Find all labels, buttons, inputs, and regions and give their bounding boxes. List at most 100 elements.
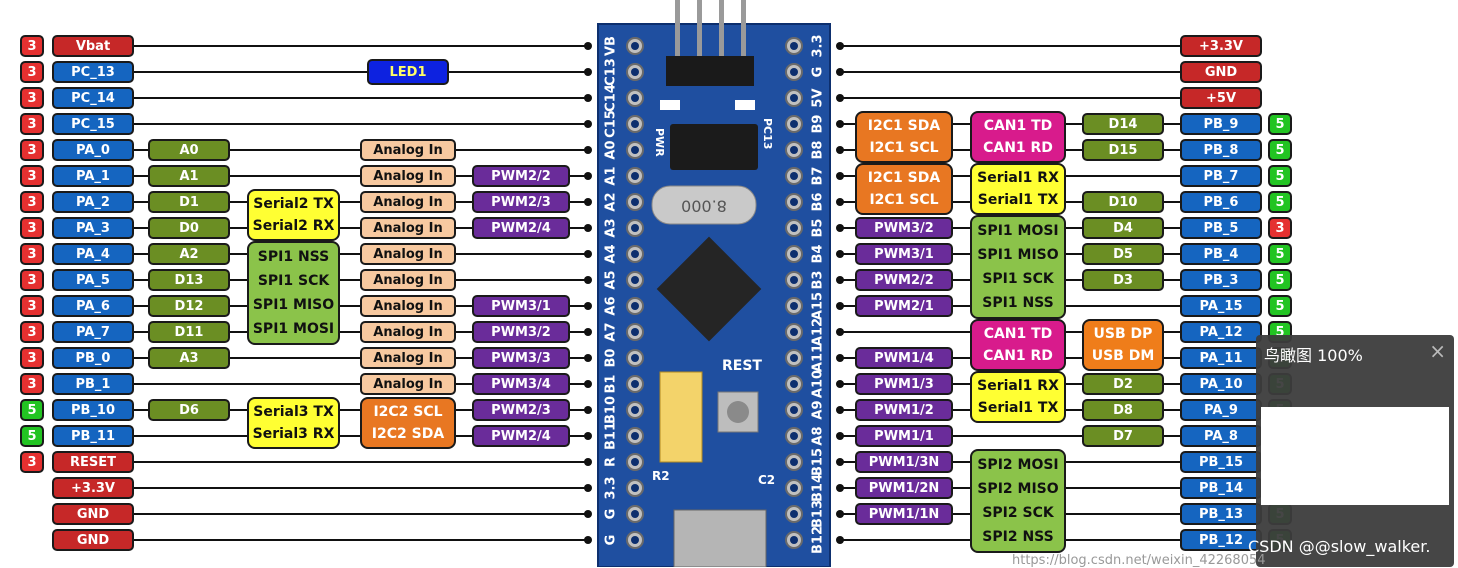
- right-serial1a-group-line: Serial1 TX: [977, 192, 1059, 208]
- csdn-watermark: CSDN @@slow_walker.: [1248, 537, 1431, 556]
- right-pwm-label: PWM3/2: [855, 217, 953, 239]
- left-analog-label: Analog In: [360, 243, 456, 265]
- url-watermark: https://blog.csdn.net/weixin_42268054: [1012, 553, 1266, 568]
- left-arduino-label: A3: [148, 347, 230, 369]
- right-spi2-group-line: SPI2 MISO: [977, 481, 1059, 497]
- right-pwm-label: PWM1/4: [855, 347, 953, 369]
- left-silk-label: C15: [604, 110, 619, 138]
- right-pin-label: PB_4: [1180, 243, 1262, 265]
- left-pin-label: RESET: [52, 451, 134, 473]
- left-pin-hole-center: [631, 94, 639, 102]
- left-pwm-label: PWM3/1: [472, 295, 570, 317]
- header-pin: [675, 0, 680, 58]
- right-pin-label: PA_15: [1180, 295, 1262, 317]
- right-pin-hole-center: [790, 380, 798, 388]
- left-connector-line-dot: [584, 146, 592, 154]
- left-silk-label: B10: [604, 396, 619, 424]
- left-pin-label: PA_0: [52, 139, 134, 161]
- left-voltage-badge: 3: [20, 321, 44, 343]
- left-pin-label: PA_7: [52, 321, 134, 343]
- left-voltage-badge: 3: [20, 87, 44, 109]
- left-pin-label: +3.3V: [52, 477, 134, 499]
- left-arduino-label: A1: [148, 165, 230, 187]
- right-voltage-badge: 5: [1268, 139, 1292, 161]
- left-connector-line-dot: [584, 510, 592, 518]
- left-pwm-label: PWM2/2: [472, 165, 570, 187]
- left-silk-label: G: [604, 509, 619, 520]
- overview-thumbnail[interactable]: [1261, 407, 1449, 505]
- left-spi1-group-line: SPI1 NSS: [257, 249, 330, 265]
- left-connector-line-dot: [584, 68, 592, 76]
- left-connector-line-dot: [584, 406, 592, 414]
- left-silk-label: B0: [604, 349, 619, 368]
- left-silk-label: 3.3: [604, 476, 619, 499]
- left-pin-label: PA_3: [52, 217, 134, 239]
- right-connector-line-dot: [836, 354, 844, 362]
- left-pin-label: PB_0: [52, 347, 134, 369]
- left-pwm-label: PWM2/3: [472, 399, 570, 421]
- left-serial3-group-line: Serial3 TX: [253, 404, 334, 420]
- right-silk-label: B7: [811, 167, 826, 186]
- left-i2c2-group-line: I2C2 SCL: [373, 404, 443, 420]
- right-pin-label: GND: [1180, 61, 1262, 83]
- left-serial2-group-line: Serial2 RX: [252, 218, 335, 234]
- left-analog-label: Analog In: [360, 269, 456, 291]
- right-pin-hole-center: [790, 94, 798, 102]
- right-silk-label: A10: [811, 370, 826, 398]
- left-pin-label: GND: [52, 503, 134, 525]
- left-connector-line-dot: [584, 302, 592, 310]
- led1-label: LED1: [367, 59, 449, 85]
- left-voltage-badge: 3: [20, 243, 44, 265]
- rtc-crystal: [670, 124, 758, 170]
- right-pin-hole-center: [790, 146, 798, 154]
- right-pin-hole-center: [790, 484, 798, 492]
- right-voltage-badge: 5: [1268, 113, 1292, 135]
- right-spi2-group-line: SPI2 MOSI: [977, 457, 1059, 473]
- left-pin-hole-center: [631, 458, 639, 466]
- left-silk-label: A2: [604, 192, 619, 211]
- right-spi1-group-line: SPI1 MISO: [977, 247, 1059, 263]
- right-spi1-group-line: SPI1 NSS: [982, 295, 1054, 311]
- right-connector-line-dot: [836, 68, 844, 76]
- left-analog-label: Analog In: [360, 165, 456, 187]
- left-voltage-badge: 3: [20, 269, 44, 291]
- right-pin-label: PB_7: [1180, 165, 1262, 187]
- left-analog-label: Analog In: [360, 321, 456, 343]
- left-pin-hole-center: [631, 198, 639, 206]
- right-pin-label: PB_9: [1180, 113, 1262, 135]
- left-arduino-label: D1: [148, 191, 230, 213]
- pwr-led: [660, 100, 680, 110]
- left-pin-label: PB_10: [52, 399, 134, 421]
- right-voltage-badge: 5: [1268, 165, 1292, 187]
- right-pin-label: PB_3: [1180, 269, 1262, 291]
- left-pin-label: PA_5: [52, 269, 134, 291]
- right-serial1b-group-line: Serial1 TX: [977, 400, 1059, 416]
- left-connector-line-dot: [584, 484, 592, 492]
- right-connector-line-dot: [836, 458, 844, 466]
- right-voltage-badge: 5: [1268, 269, 1292, 291]
- left-connector-line-dot: [584, 432, 592, 440]
- overview-panel[interactable]: 鸟瞰图 100% ×: [1256, 335, 1454, 567]
- right-pin-hole-center: [790, 302, 798, 310]
- left-analog-label: Analog In: [360, 295, 456, 317]
- right-pin-label: PB_8: [1180, 139, 1262, 161]
- right-connector-line-dot: [836, 406, 844, 414]
- right-pin-hole-center: [790, 432, 798, 440]
- right-pwm-label: PWM1/2N: [855, 477, 953, 499]
- left-voltage-badge: 3: [20, 191, 44, 213]
- left-analog-label: Analog In: [360, 191, 456, 213]
- left-pin-hole-center: [631, 354, 639, 362]
- right-can1a-group-line: CAN1 RD: [983, 140, 1053, 156]
- right-silk-label: B5: [811, 219, 826, 238]
- right-arduino-label: D8: [1082, 399, 1164, 421]
- left-arduino-label: D12: [148, 295, 230, 317]
- right-pwm-label: PWM1/3N: [855, 451, 953, 473]
- close-icon[interactable]: ×: [1429, 339, 1446, 363]
- right-connector-line-dot: [836, 432, 844, 440]
- right-voltage-badge: 5: [1268, 191, 1292, 213]
- left-pin-hole-center: [631, 510, 639, 518]
